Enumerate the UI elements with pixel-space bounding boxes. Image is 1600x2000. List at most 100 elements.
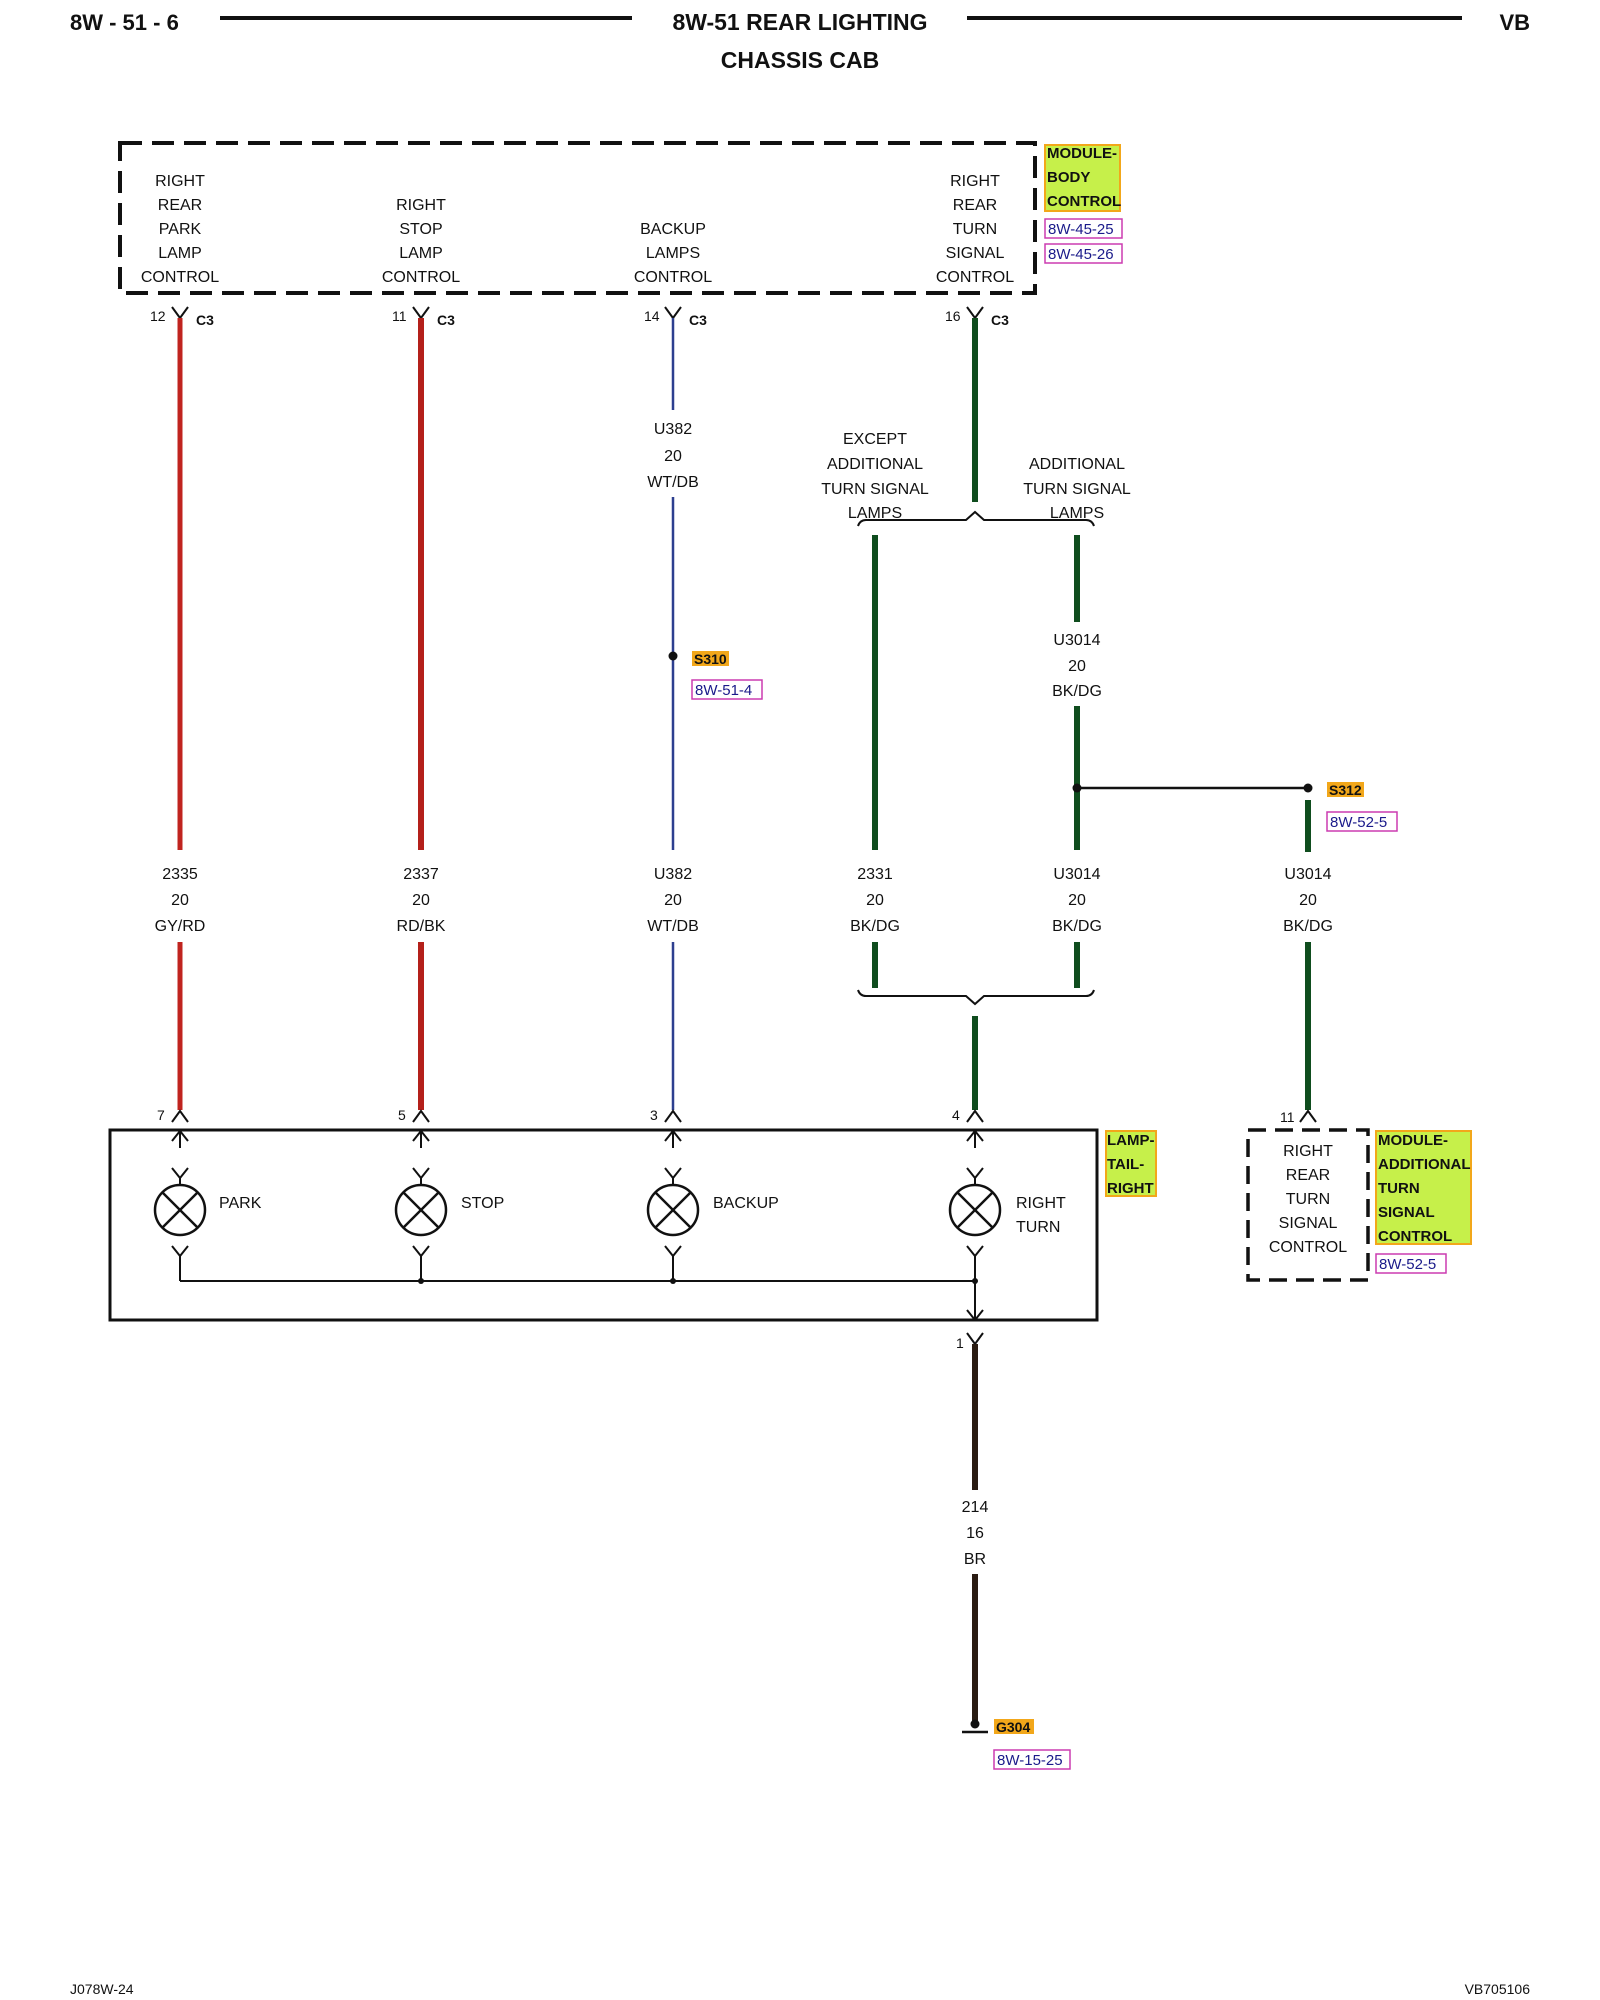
bcm-label-line: LAMPS xyxy=(646,245,700,262)
wire-label-gauge: 20 xyxy=(664,448,682,465)
wire-label-circuit: U382 xyxy=(654,866,692,883)
connector-terminal-icon xyxy=(171,306,189,320)
wire-label-color: BK/DG xyxy=(1052,918,1102,935)
module-name-line: CONTROL xyxy=(1378,1228,1452,1245)
lower-wire-labels: 2335 20 GY/RD 2337 20 RD/BK U382 20 WT/D… xyxy=(135,858,1353,940)
label-backdrop xyxy=(1032,858,1122,940)
lamp-ground-pin: 1 xyxy=(956,1335,964,1351)
bcm-pin-number: 11 xyxy=(392,308,407,324)
footer-drawing-code: J078W-24 xyxy=(70,1981,134,1997)
bcm-label-line: REAR xyxy=(953,197,997,214)
bcm-label-line: PARK xyxy=(159,221,202,238)
bcm-component-name: MODULE- BODY CONTROL xyxy=(1044,144,1121,212)
connector-terminal-icon xyxy=(1299,1109,1317,1123)
connector-terminal-icon xyxy=(664,1109,682,1123)
wire-label-circuit: 214 xyxy=(962,1499,989,1516)
ref-text: 8W-45-26 xyxy=(1048,246,1114,263)
wire-label-color: BR xyxy=(964,1551,986,1568)
ground-g304: G304 xyxy=(962,1719,1034,1735)
bcm-output-park: RIGHT REAR PARK LAMP CONTROL xyxy=(141,173,219,286)
ref-box xyxy=(1326,811,1398,832)
splice-s310: S310 xyxy=(668,651,729,667)
branch-label-line: ADDITIONAL xyxy=(1029,456,1125,473)
ref-box xyxy=(1375,1253,1447,1274)
connector-terminal-icon xyxy=(966,1109,984,1123)
lamp-pin-number: 4 xyxy=(952,1107,960,1123)
bulb-label-turn: TURN xyxy=(1016,1219,1060,1236)
header-code: VB xyxy=(1499,10,1530,35)
wire-label-circuit: 2331 xyxy=(857,866,893,883)
module-function-line: CONTROL xyxy=(1269,1239,1347,1256)
ground-id: G304 xyxy=(996,1719,1030,1735)
splice-id: S310 xyxy=(694,651,727,667)
branch-label-line: TURN SIGNAL xyxy=(821,481,929,498)
ground-id-highlight xyxy=(994,1719,1034,1734)
bcm-label-line: LAMP xyxy=(158,245,202,262)
splice-s312-reference-link[interactable]: 8W-52-5 xyxy=(1326,811,1398,832)
bcm-label-line: CONTROL xyxy=(141,269,219,286)
wire-label-gauge: 20 xyxy=(1068,892,1086,909)
page-title: 8W-51 REAR LIGHTING xyxy=(672,9,927,35)
connector-terminal-icon xyxy=(412,1109,430,1123)
splice-s312-junction: S312 xyxy=(1072,782,1364,798)
wire-label-gauge: 20 xyxy=(1299,892,1317,909)
bcm-label-line: BACKUP xyxy=(640,221,706,238)
ref-box xyxy=(691,679,763,700)
connector-terminal-icon xyxy=(966,1332,984,1346)
lamp-name-line: RIGHT xyxy=(1107,1180,1154,1197)
additional-module-reference-link[interactable]: 8W-52-5 xyxy=(1375,1253,1447,1274)
branch-label-line: EXCEPT xyxy=(843,431,907,448)
bcm-pin-number: 12 xyxy=(150,308,166,324)
park-bulb-icon xyxy=(153,1183,207,1237)
page-number: 8W - 51 - 6 xyxy=(70,10,179,35)
backup-bulb-icon xyxy=(646,1183,700,1237)
connector-terminal-icon xyxy=(664,306,682,320)
wire-label-color: BK/DG xyxy=(1052,683,1102,700)
branch-label-line: TURN SIGNAL xyxy=(1023,481,1131,498)
bulb-label-turn: RIGHT xyxy=(1016,1195,1066,1212)
label-backdrop xyxy=(628,858,718,940)
label-backdrop xyxy=(830,858,920,940)
bcm-label-line: RIGHT xyxy=(396,197,446,214)
label-backdrop xyxy=(1263,858,1353,940)
body-control-module-outline xyxy=(118,141,1037,295)
bcm-label-line: TURN xyxy=(953,221,997,238)
ground-reference-link[interactable]: 8W-15-25 xyxy=(993,1749,1071,1770)
bulb-label-stop: STOP xyxy=(461,1195,504,1212)
ref-text: 8W-15-25 xyxy=(997,1752,1063,1769)
module-function-line: REAR xyxy=(1286,1167,1330,1184)
splice-s310-reference-link[interactable]: 8W-51-4 xyxy=(691,679,763,700)
additional-module-component-name: MODULE- ADDITIONAL TURN SIGNAL CONTROL xyxy=(1375,1130,1472,1245)
wire-label-gauge: 20 xyxy=(171,892,189,909)
wire-label-circuit: U3014 xyxy=(1053,866,1100,883)
splice-dot-icon xyxy=(1072,783,1082,793)
wire-label-gauge: 16 xyxy=(966,1525,984,1542)
branch-brace-top xyxy=(857,510,1095,527)
wire-label-color: BK/DG xyxy=(850,918,900,935)
wire-label-circuit: U382 xyxy=(654,421,692,438)
connector-terminal-icon xyxy=(171,1109,189,1123)
bcm-label-line: RIGHT xyxy=(155,173,205,190)
wire-label-color: GY/RD xyxy=(155,918,206,935)
bcm-pin-number: 14 xyxy=(644,308,660,324)
splice-dot-icon xyxy=(668,651,678,661)
bcm-name-highlight xyxy=(1044,144,1121,212)
bcm-label-line: STOP xyxy=(399,221,442,238)
lamp-pin-number: 7 xyxy=(157,1107,165,1123)
bcm-reference-link-1[interactable]: 8W-45-25 xyxy=(1044,218,1123,239)
ref-text: 8W-52-5 xyxy=(1379,1256,1436,1273)
splice-id-highlight xyxy=(692,651,729,666)
lamp-pin-number: 3 xyxy=(650,1107,658,1123)
lamp-name-line: TAIL- xyxy=(1107,1156,1144,1173)
ref-text: 8W-52-5 xyxy=(1330,814,1387,831)
connector-terminal-icon xyxy=(966,306,984,320)
bcm-name-line: MODULE- xyxy=(1047,145,1117,162)
wire-label-color: WT/DB xyxy=(647,918,699,935)
bcm-reference-link-2[interactable]: 8W-45-26 xyxy=(1044,243,1123,264)
module-function-line: TURN xyxy=(1286,1191,1330,1208)
lamp-name-line: LAMP- xyxy=(1107,1132,1155,1149)
wire-label-circuit: U3014 xyxy=(1053,632,1100,649)
bcm-connector-id: C3 xyxy=(437,312,455,328)
bcm-label-line: LAMP xyxy=(399,245,443,262)
bcm-label-line: CONTROL xyxy=(936,269,1014,286)
